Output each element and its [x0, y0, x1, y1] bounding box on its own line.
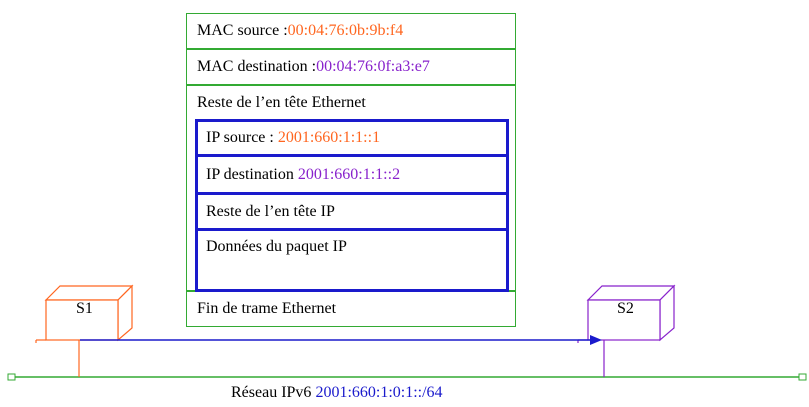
network-prefix: 2001:660:1:0:1::/64	[315, 384, 443, 401]
switch-s2-label: S2	[617, 300, 634, 317]
ip-destination-label: IP destination	[206, 165, 298, 183]
ip-destination-value: 2001:660:1:1::2	[297, 165, 401, 183]
mac-destination-label: MAC destination :	[197, 58, 317, 75]
network-label: Réseau IPv6 2001:660:1:0:1::/64	[231, 384, 443, 402]
mac-destination-value: 00:04:76:0f:a3:e7	[316, 58, 430, 75]
switch-s2-icon	[577, 284, 676, 343]
bus-terminator-right	[798, 373, 807, 381]
ip-payload-row: Données du paquet IP	[195, 231, 509, 292]
mac-destination-row: MAC destination :00:04:76:0f:a3:e7	[186, 49, 516, 85]
ip-source-label: IP source :	[206, 129, 278, 146]
ip-header-rest-label: Reste de l’en tête IP	[206, 202, 335, 220]
ip-source-value: 2001:660:1:1::1	[277, 129, 381, 146]
arrow-head-icon	[590, 335, 602, 345]
mac-source-value: 00:04:76:0b:9b:f4	[287, 22, 404, 39]
ip-header-rest-row: Reste de l’en tête IP	[195, 195, 509, 231]
ethernet-header-rest-label: Reste de l’en tête Ethernet	[197, 94, 366, 111]
ip-source-row: IP source : 2001:660:1:1::1	[195, 119, 509, 157]
ip-destination-row: IP destination 2001:660:1:1::2	[195, 157, 509, 195]
switch-s1-label: S1	[76, 300, 93, 317]
ip-payload-label: Données du paquet IP	[206, 238, 347, 255]
ethernet-trailer-row: Fin de trame Ethernet	[186, 291, 516, 327]
mac-source-row: MAC source :00:04:76:0b:9b:f4	[186, 13, 516, 49]
mac-source-label: MAC source :	[197, 22, 288, 39]
network-label-text: Réseau IPv6	[231, 384, 316, 401]
bus-terminator-left	[7, 373, 16, 381]
ethernet-trailer-label: Fin de trame Ethernet	[197, 300, 337, 317]
